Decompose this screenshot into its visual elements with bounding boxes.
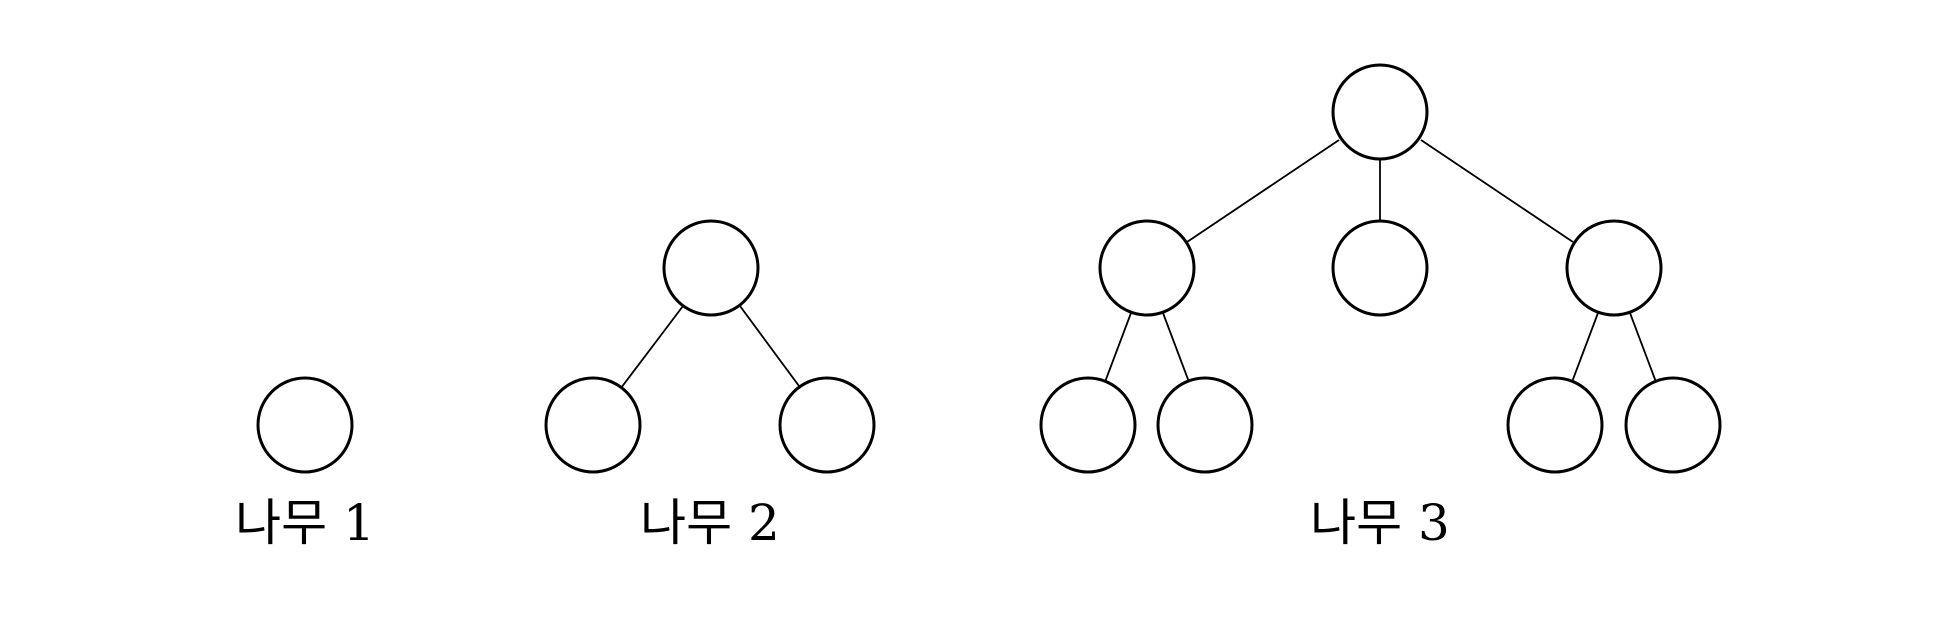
tree-2-edge-left <box>620 305 684 389</box>
tree-3-edge-right-left <box>1571 312 1599 383</box>
tree-3-edge-right-right <box>1629 312 1657 383</box>
tree-2-left-child-node <box>544 376 642 474</box>
tree-2: 나무 2 <box>544 219 876 552</box>
tree-3-root-node <box>1331 63 1429 161</box>
tree-3-left-left-grandchild-node <box>1039 376 1137 474</box>
tree-3-right-right-grandchild-node <box>1624 376 1722 474</box>
tree-3-edge-left-left <box>1104 312 1132 383</box>
tree-2-edge-right <box>739 305 800 387</box>
tree-3-left-right-grandchild-node <box>1156 376 1254 474</box>
tree-1: 나무 1 <box>235 376 375 552</box>
tree-2-label: 나무 2 <box>640 494 780 552</box>
tree-3-label: 나무 3 <box>1310 494 1450 552</box>
tree-3-left-child-node <box>1098 219 1196 317</box>
tree-2-root-node <box>662 219 760 317</box>
tree-3: 나무 3 <box>1039 63 1722 552</box>
tree-3-right-child-node <box>1565 219 1663 317</box>
tree-3-right-left-grandchild-node <box>1506 376 1604 474</box>
tree-3-edge-root-right <box>1420 139 1574 243</box>
tree-2-right-child-node <box>778 376 876 474</box>
tree-1-root-node <box>256 376 354 474</box>
tree-3-edge-left-right <box>1162 312 1190 383</box>
tree-3-edge-root-left <box>1186 139 1340 243</box>
tree-1-label: 나무 1 <box>235 494 375 552</box>
tree-3-middle-child-node <box>1331 219 1429 317</box>
